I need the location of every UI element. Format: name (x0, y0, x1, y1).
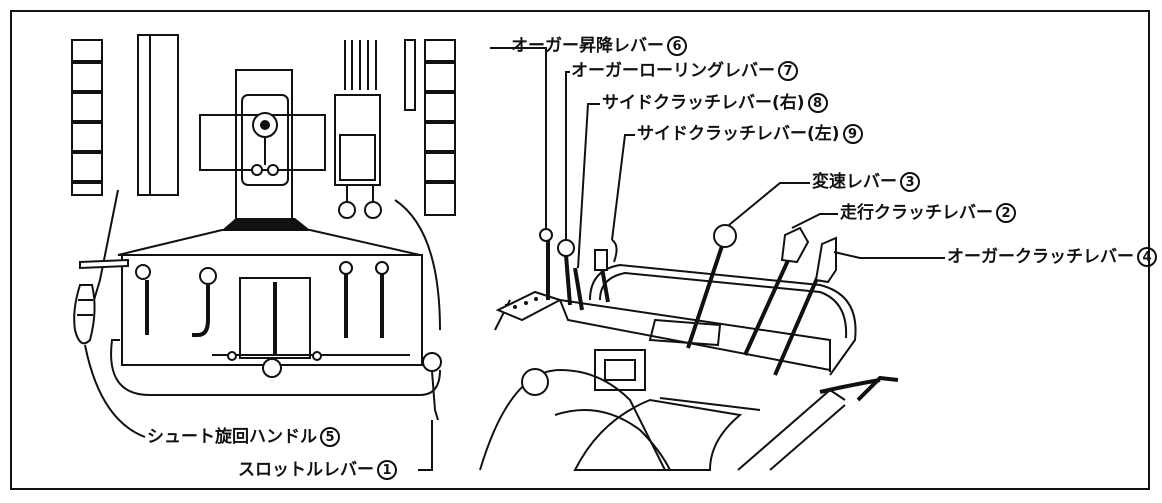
right-grille (424, 39, 456, 216)
label-side-clutch-9-text: サイドクラッチレバー(左) (637, 124, 840, 144)
label-side-clutch-8: サイドクラッチレバー(右)8 (602, 93, 828, 113)
label-auger-lift-lever-text: オーガー昇降レバー (511, 36, 664, 56)
label-auger-rolling-lever-num: 7 (778, 61, 798, 81)
label-side-clutch-8-text: サイドクラッチレバー(右) (602, 93, 805, 113)
right-perspective-view (479, 47, 945, 471)
label-side-clutch-9: サイドクラッチレバー(左)9 (637, 124, 863, 144)
left-control-panel (71, 34, 456, 471)
label-throttle-lever-text: スロットルレバー (238, 460, 374, 480)
label-throttle-lever-num: 1 (377, 460, 397, 480)
label-side-clutch-8-num: 8 (807, 93, 828, 113)
label-chute-handle-text: シュート旋回ハンドル (147, 427, 317, 447)
label-auger-rolling-lever-text: オーガーローリングレバー (571, 61, 775, 81)
left-grille (71, 39, 103, 196)
label-auger-clutch-lever-text: オーガークラッチレバー (947, 247, 1134, 267)
label-auger-lift-lever-num: 6 (667, 36, 687, 56)
label-chute-handle-num: 5 (320, 427, 340, 447)
label-side-clutch-9-num: 9 (842, 124, 863, 144)
label-shift-lever-num: 3 (900, 172, 920, 192)
label-travel-clutch-lever-text: 走行クラッチレバー (840, 203, 993, 223)
label-auger-clutch-lever-num: 4 (1137, 247, 1157, 267)
label-shift-lever-text: 変速レバー (812, 172, 897, 192)
label-travel-clutch-lever-num: 2 (996, 203, 1016, 223)
